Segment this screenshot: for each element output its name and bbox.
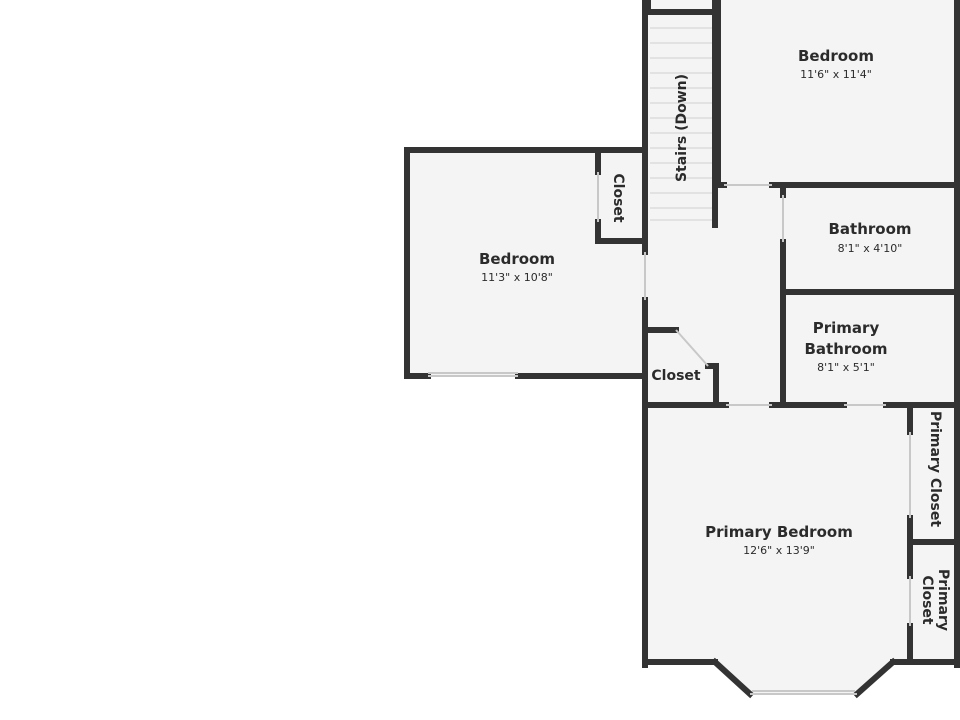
room-dims-primary-bedroom: 12'6" x 13'9" (743, 544, 815, 557)
room-name-bedroom-left: Bedroom (479, 250, 555, 268)
room-name-primary-bedroom: Primary Bedroom (705, 523, 853, 541)
room-name-closet-hall: Closet (651, 368, 701, 384)
room-name-primary-bathroom-2: Bathroom (804, 340, 887, 358)
room-name-primary-closet-upper: Primary Closet (927, 411, 943, 527)
floor-bedroom-left (407, 150, 645, 376)
walls (404, 0, 960, 699)
room-name-bathroom: Bathroom (828, 220, 911, 238)
room-name-primary-bathroom-1: Primary (813, 319, 880, 337)
room-name-primary-closet-lower-1: Primary (935, 569, 951, 631)
room-dims-bedroom-top: 11'6" x 11'4" (800, 68, 872, 81)
room-name-primary-closet-lower-2: Closet (919, 575, 935, 625)
room-dims-primary-bathroom: 8'1" x 5'1" (817, 361, 875, 374)
room-name-bedroom-top: Bedroom (798, 47, 874, 65)
room-name-stairs: Stairs (Down) (674, 74, 690, 182)
floor-bay-window (715, 660, 893, 694)
floors (407, 0, 957, 694)
room-dims-bedroom-left: 11'3" x 10'8" (481, 271, 553, 284)
room-dims-bathroom: 8'1" x 4'10" (838, 242, 903, 255)
stairs-treads (650, 27, 712, 221)
openings (428, 172, 911, 695)
door-hall-closet (675, 329, 709, 367)
room-name-closet-bedroom: Closet (610, 173, 626, 223)
labels: Bedroom 11'6" x 11'4" Bedroom 11'3" x 10… (479, 47, 951, 631)
wall-left-bedroom (404, 147, 648, 379)
floor-primary-bedroom (645, 405, 957, 662)
floor-hall (645, 0, 957, 405)
